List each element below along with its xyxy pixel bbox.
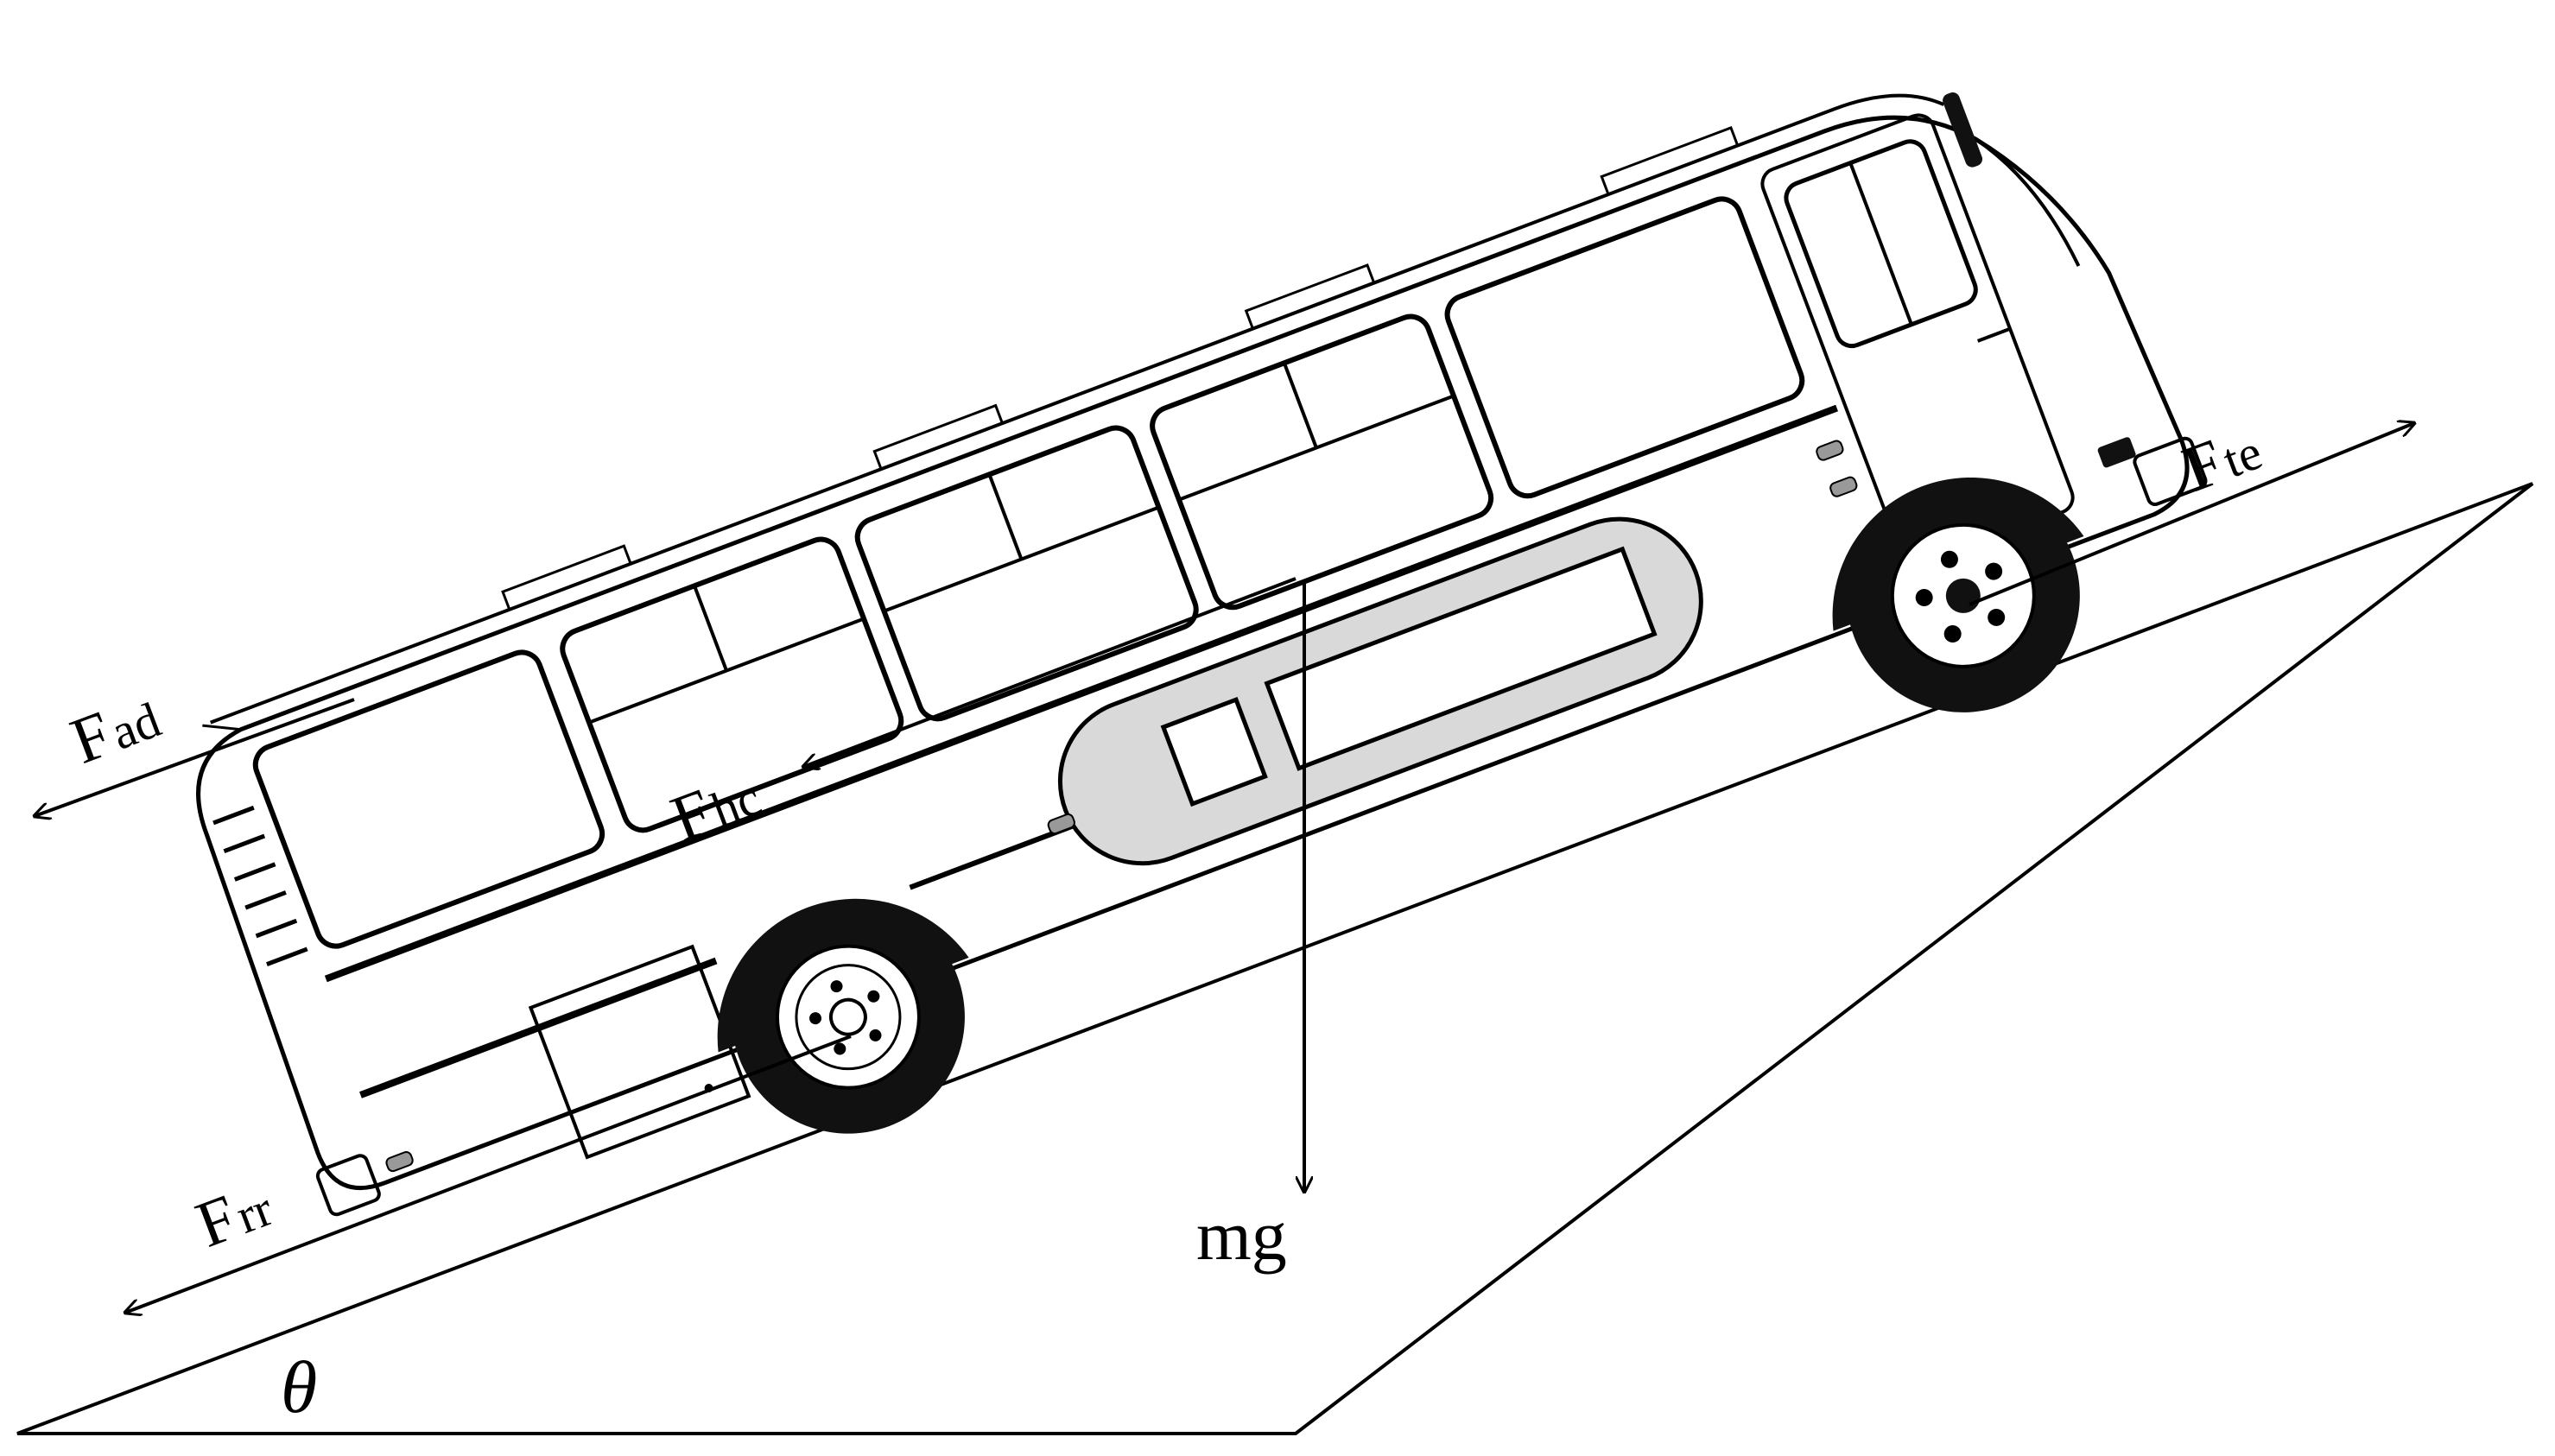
label-f-hc: Fhc bbox=[662, 757, 769, 856]
window-5 bbox=[1444, 196, 1805, 499]
rear-hatch bbox=[528, 944, 751, 1160]
hydrogen-tank bbox=[1057, 516, 1703, 866]
svg-text:Fad: Fad bbox=[61, 680, 168, 778]
marker-light-mid-2 bbox=[1829, 476, 1858, 497]
side-windows bbox=[252, 196, 1805, 949]
incline-triangle bbox=[16, 482, 2534, 1435]
window-3 bbox=[854, 425, 1199, 722]
windshield-edge bbox=[1974, 137, 2081, 267]
window-4 bbox=[1150, 313, 1494, 611]
marker-light-mid-1 bbox=[1816, 440, 1844, 461]
window-2 bbox=[560, 536, 904, 833]
label-theta: θ bbox=[281, 1345, 317, 1428]
svg-text:Frr: Frr bbox=[187, 1168, 281, 1262]
arrow-f-rr bbox=[125, 1035, 852, 1313]
arrow-f-ad bbox=[35, 698, 355, 816]
label-f-ad: Fad bbox=[61, 680, 168, 778]
svg-text:Fhc: Fhc bbox=[662, 757, 769, 856]
window-rear bbox=[252, 649, 605, 949]
roof-vents bbox=[501, 126, 1740, 611]
front-bumper bbox=[2133, 436, 2208, 507]
belt-line-upper bbox=[324, 404, 1839, 983]
headlight bbox=[2097, 437, 2136, 468]
marker-light-rear bbox=[385, 1151, 414, 1173]
mirror bbox=[1943, 92, 1983, 168]
rear-wheel bbox=[717, 898, 969, 1134]
bus bbox=[196, 92, 2208, 1217]
tank-valve bbox=[1047, 813, 1075, 835]
rear-bumper bbox=[315, 1154, 381, 1217]
rear-vent-slats bbox=[212, 805, 308, 966]
arrow-f-hc bbox=[803, 577, 1297, 767]
bus-body bbox=[196, 115, 2190, 1191]
force-arrows bbox=[35, 423, 2414, 1313]
arrow-f-te bbox=[1969, 423, 2414, 606]
front-wheel bbox=[1832, 477, 2084, 712]
bus-roof bbox=[210, 93, 1945, 725]
label-f-rr: Frr bbox=[187, 1168, 281, 1262]
label-mg: mg bbox=[1196, 1196, 1287, 1275]
